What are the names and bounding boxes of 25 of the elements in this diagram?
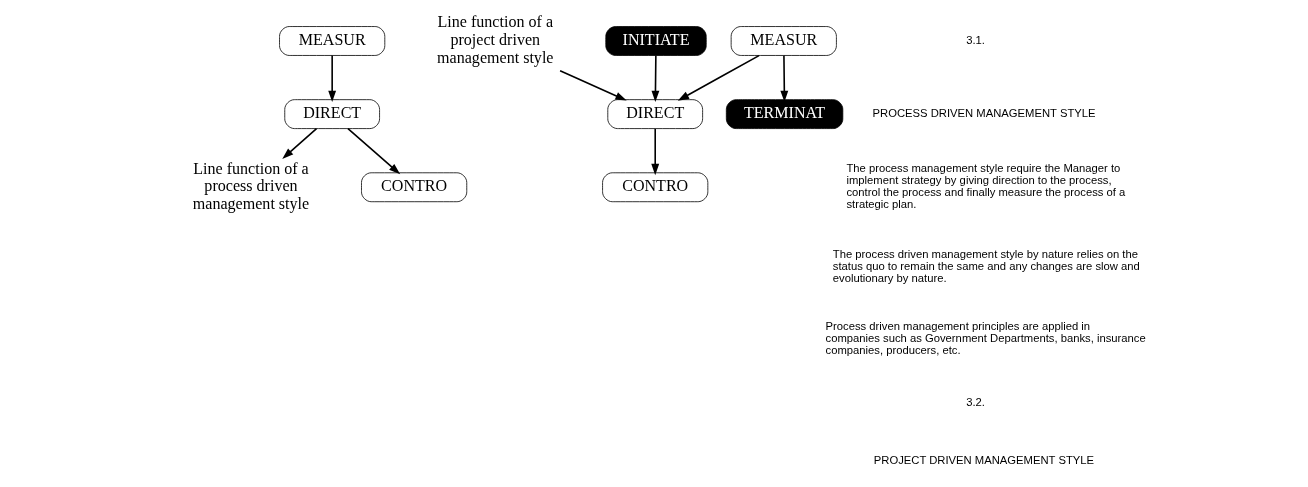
arrow: [651, 127, 660, 176]
arrow: [282, 127, 318, 159]
label: PROCESS DRIVEN MANAGEMENT STYLE: [872, 107, 1096, 120]
node-box: MEASUR: [730, 26, 837, 56]
node-box: DIRECT: [284, 99, 380, 129]
arrow: [780, 54, 789, 102]
label: Process driven management principles are applied in companies such as Government Departments, banks, insurance companies, producers, etc.: [825, 319, 1146, 356]
node-box: TERMINAT: [725, 99, 844, 129]
arrow: [347, 127, 401, 175]
arrow: [677, 54, 760, 101]
node-text: Line function of a project driven management style: [437, 13, 554, 66]
node-box: INITIATE: [605, 26, 707, 56]
arrow: [559, 70, 627, 101]
label: 3.1.: [966, 33, 985, 46]
label: The process driven management style by nature relies on the status quo to remain the same and any changes are slow and evolutionary by nature.: [832, 248, 1140, 285]
label: PROJECT DRIVEN MANAGEMENT STYLE: [873, 454, 1095, 467]
arrow: [651, 54, 660, 102]
node-box: DIRECT: [607, 99, 703, 129]
node-box: CONTRO: [602, 172, 709, 203]
node-box: MEASUR: [279, 26, 386, 56]
node-box: CONTRO: [361, 172, 468, 203]
node-text: Line function of a process driven management style: [192, 159, 310, 212]
label: 3.2.: [966, 396, 985, 409]
arrow: [328, 54, 337, 102]
label: The process management style require the Manager to implement strategy by giving direction to the process, control the process and finally measure the process of a strategic plan.: [846, 162, 1126, 211]
